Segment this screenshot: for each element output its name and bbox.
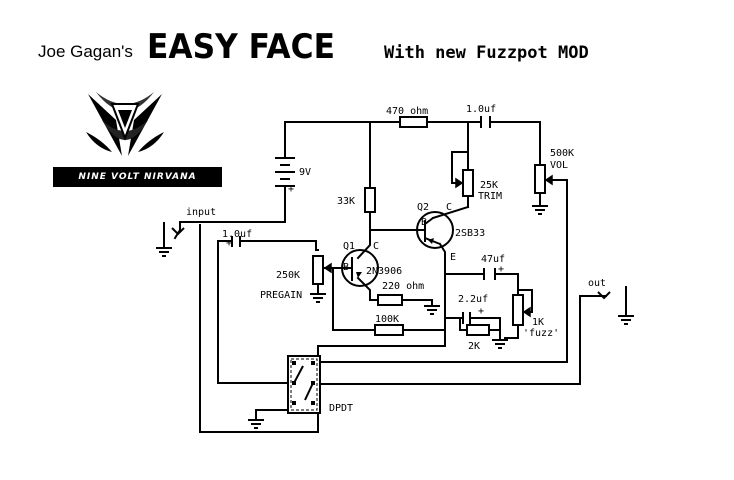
transistor-arrows (356, 238, 434, 278)
label-q2: Q2 (417, 202, 429, 213)
label-q1-part: 2N3906 (366, 266, 402, 277)
ground-icon (618, 286, 634, 325)
label-q2-e: E (450, 252, 456, 263)
label-pregain-name: PREGAIN (260, 290, 302, 301)
ground-icon (310, 293, 326, 303)
nine-volt-nirvana-logo-icon (86, 92, 164, 156)
pot-500k-vol (534, 164, 546, 194)
label-input: input (186, 207, 216, 218)
ground-icon (424, 305, 440, 315)
label-battery-plus: + (288, 184, 294, 195)
dpdt-switch (287, 355, 321, 414)
label-c-out: 1.0uf (466, 104, 496, 115)
label-trim-name: TRIM (478, 191, 502, 202)
ground-symbols (156, 193, 634, 429)
label-q1: Q1 (343, 241, 355, 252)
battery-9v (275, 157, 295, 190)
label-c-22-plus: + (478, 306, 484, 317)
label-r-100k: 100K (375, 314, 399, 325)
label-pot-500k-name: VOL (550, 160, 568, 171)
output-jack-icon (597, 291, 611, 300)
label-battery: 9V (299, 167, 311, 178)
pot-wipers (323, 174, 553, 318)
pot-250k-pregain (312, 255, 324, 285)
label-q1-c: C (373, 241, 379, 252)
label-c-in-plus: + (226, 238, 232, 249)
label-q2-c: C (446, 202, 452, 213)
label-r-2k: 2K (468, 341, 480, 352)
label-r-470: 470 ohm (386, 106, 428, 117)
resistors (312, 116, 546, 336)
label-q1-b: B (343, 262, 349, 273)
resistor-33k (364, 187, 376, 213)
label-c-22: 2.2uf (458, 294, 488, 305)
label-dpdt: DPDT (329, 403, 353, 414)
ground-icon (248, 419, 264, 429)
label-q2-part: 2SB33 (455, 228, 485, 239)
ground-icon (156, 222, 172, 257)
pot-1k-fuzz (512, 294, 524, 326)
ground-icon (532, 193, 548, 215)
page-title: EASY FACE (147, 27, 335, 67)
jacks (171, 227, 611, 300)
label-r-220: 220 ohm (382, 281, 424, 292)
label-r-33k: 33K (337, 196, 355, 207)
capacitors (225, 116, 496, 324)
label-q2-b: B (421, 217, 427, 228)
transistor-q2 (416, 211, 454, 249)
resistor-2k (466, 324, 490, 336)
resistor-470-ohm (399, 116, 428, 128)
label-pot-500k: 500K (550, 148, 574, 159)
author-text: Joe Gagan's (38, 42, 133, 61)
resistor-100k (374, 324, 404, 336)
label-c-47-plus: + (498, 264, 504, 275)
label-out: out (588, 278, 606, 289)
ground-icon (492, 339, 508, 349)
label-fuzz-value: 1K (532, 317, 544, 328)
logo-banner: NINE VOLT NIRVANA (53, 167, 222, 187)
input-jack-icon (171, 227, 185, 236)
label-c-47: 47uf (481, 254, 505, 265)
transistor-q1 (341, 249, 379, 287)
label-fuzz-name: 'fuzz' (523, 328, 559, 339)
logo-banner-text: NINE VOLT NIRVANA (78, 172, 197, 182)
transistors (341, 211, 454, 287)
trim-pot-25k (462, 169, 474, 197)
label-trim-value: 25K (480, 180, 498, 191)
label-c-in: 1.0uf (222, 229, 252, 240)
resistor-220-ohm (377, 294, 403, 306)
label-pregain-value: 250K (276, 270, 300, 281)
page-subtitle: With new Fuzzpot MOD (384, 43, 589, 63)
